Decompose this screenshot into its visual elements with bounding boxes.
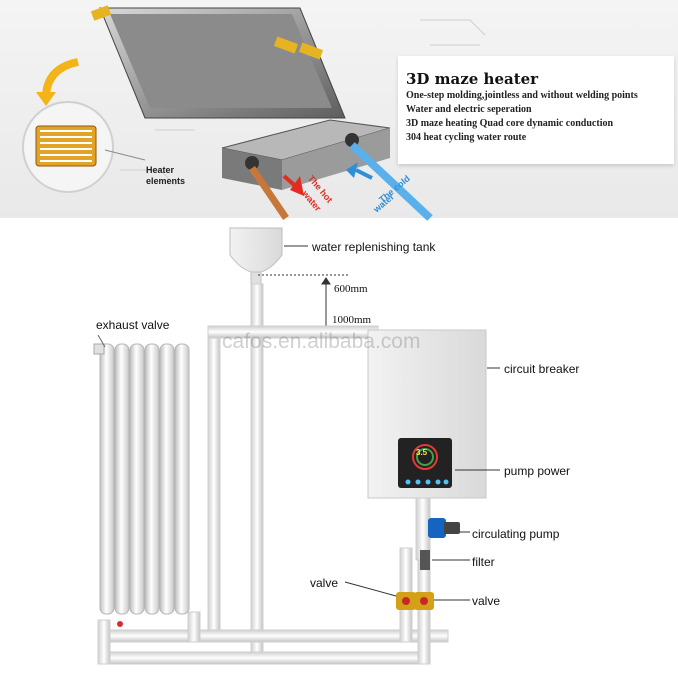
filter-label: filter — [472, 555, 495, 569]
spec-line: One-step molding,jointless and without w… — [406, 90, 638, 101]
circuit-breaker-label: circuit breaker — [504, 362, 580, 376]
circulating-pump-assembly — [415, 497, 470, 570]
spec-line: 304 heat cycling water route — [406, 132, 527, 143]
spec-line: 3D maze heating Quad core dynamic conduc… — [406, 118, 614, 129]
product-title: 3D maze heater — [406, 70, 539, 88]
heater-elements-inset — [22, 101, 146, 193]
radiator — [93, 334, 190, 627]
heater-elements-label: elements — [146, 176, 186, 186]
return-pipe-network — [97, 325, 449, 665]
exhaust-valve-label: exhaust valve — [96, 318, 170, 332]
valve-label-left: valve — [310, 576, 339, 590]
valve-right — [414, 592, 470, 610]
watermark-text: cafos.en.alibaba.com — [222, 330, 421, 353]
pump-power-label: pump power — [504, 464, 571, 478]
heater-elements-label: Heater — [146, 165, 175, 175]
water-replenishing-tank-label: water replenishing tank — [312, 240, 436, 254]
water-replenishing-tank — [229, 227, 308, 285]
electric-boiler — [367, 329, 500, 499]
maze-heater-module — [90, 5, 391, 190]
rotate-arrow-icon — [42, 58, 79, 96]
display-reading: 3.5 — [416, 448, 428, 457]
spec-line: Water and electric seperation — [406, 104, 532, 115]
cold-water-pipe — [346, 142, 433, 221]
hot-water-pipe — [249, 166, 304, 220]
valve-label-right: valve — [472, 594, 501, 608]
height-1000-label: 1000mm — [332, 314, 372, 326]
feature-card: 3D maze heater One-step molding,jointles… — [398, 56, 674, 164]
height-600-label: 600mm — [334, 283, 368, 295]
valve-left — [344, 581, 416, 610]
circulating-pump-label: circulating pump — [472, 527, 560, 541]
